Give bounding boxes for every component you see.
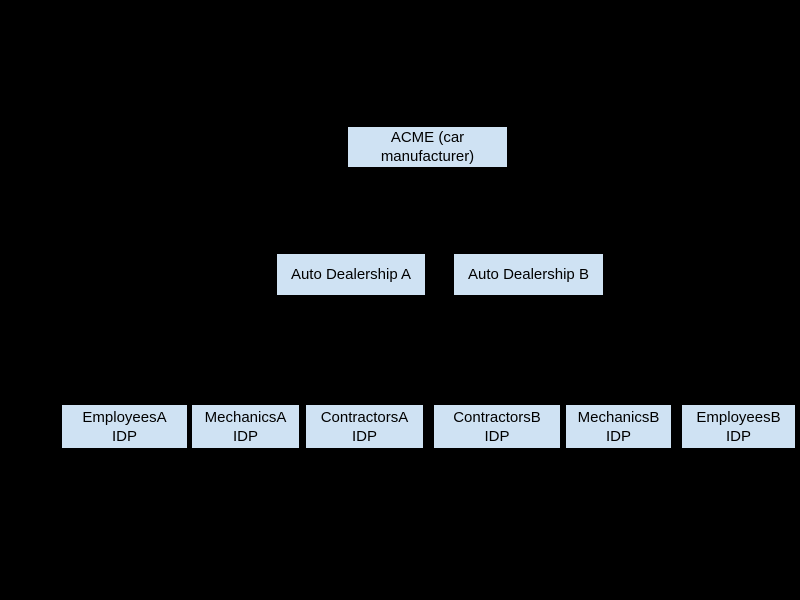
node-auto-dealership-b: Auto Dealership B xyxy=(454,254,603,295)
node-mechanics-b-idp: MechanicsB IDP xyxy=(566,405,671,448)
node-acme: ACME (car manufacturer) xyxy=(348,127,507,167)
node-employees-b-idp: EmployeesB IDP xyxy=(682,405,795,448)
node-mechanics-a-idp: MechanicsA IDP xyxy=(192,405,299,448)
node-contractors-b-idp: ContractorsB IDP xyxy=(434,405,560,448)
node-auto-dealership-a: Auto Dealership A xyxy=(277,254,425,295)
node-contractors-a-idp: ContractorsA IDP xyxy=(306,405,423,448)
node-employees-a-idp: EmployeesA IDP xyxy=(62,405,187,448)
